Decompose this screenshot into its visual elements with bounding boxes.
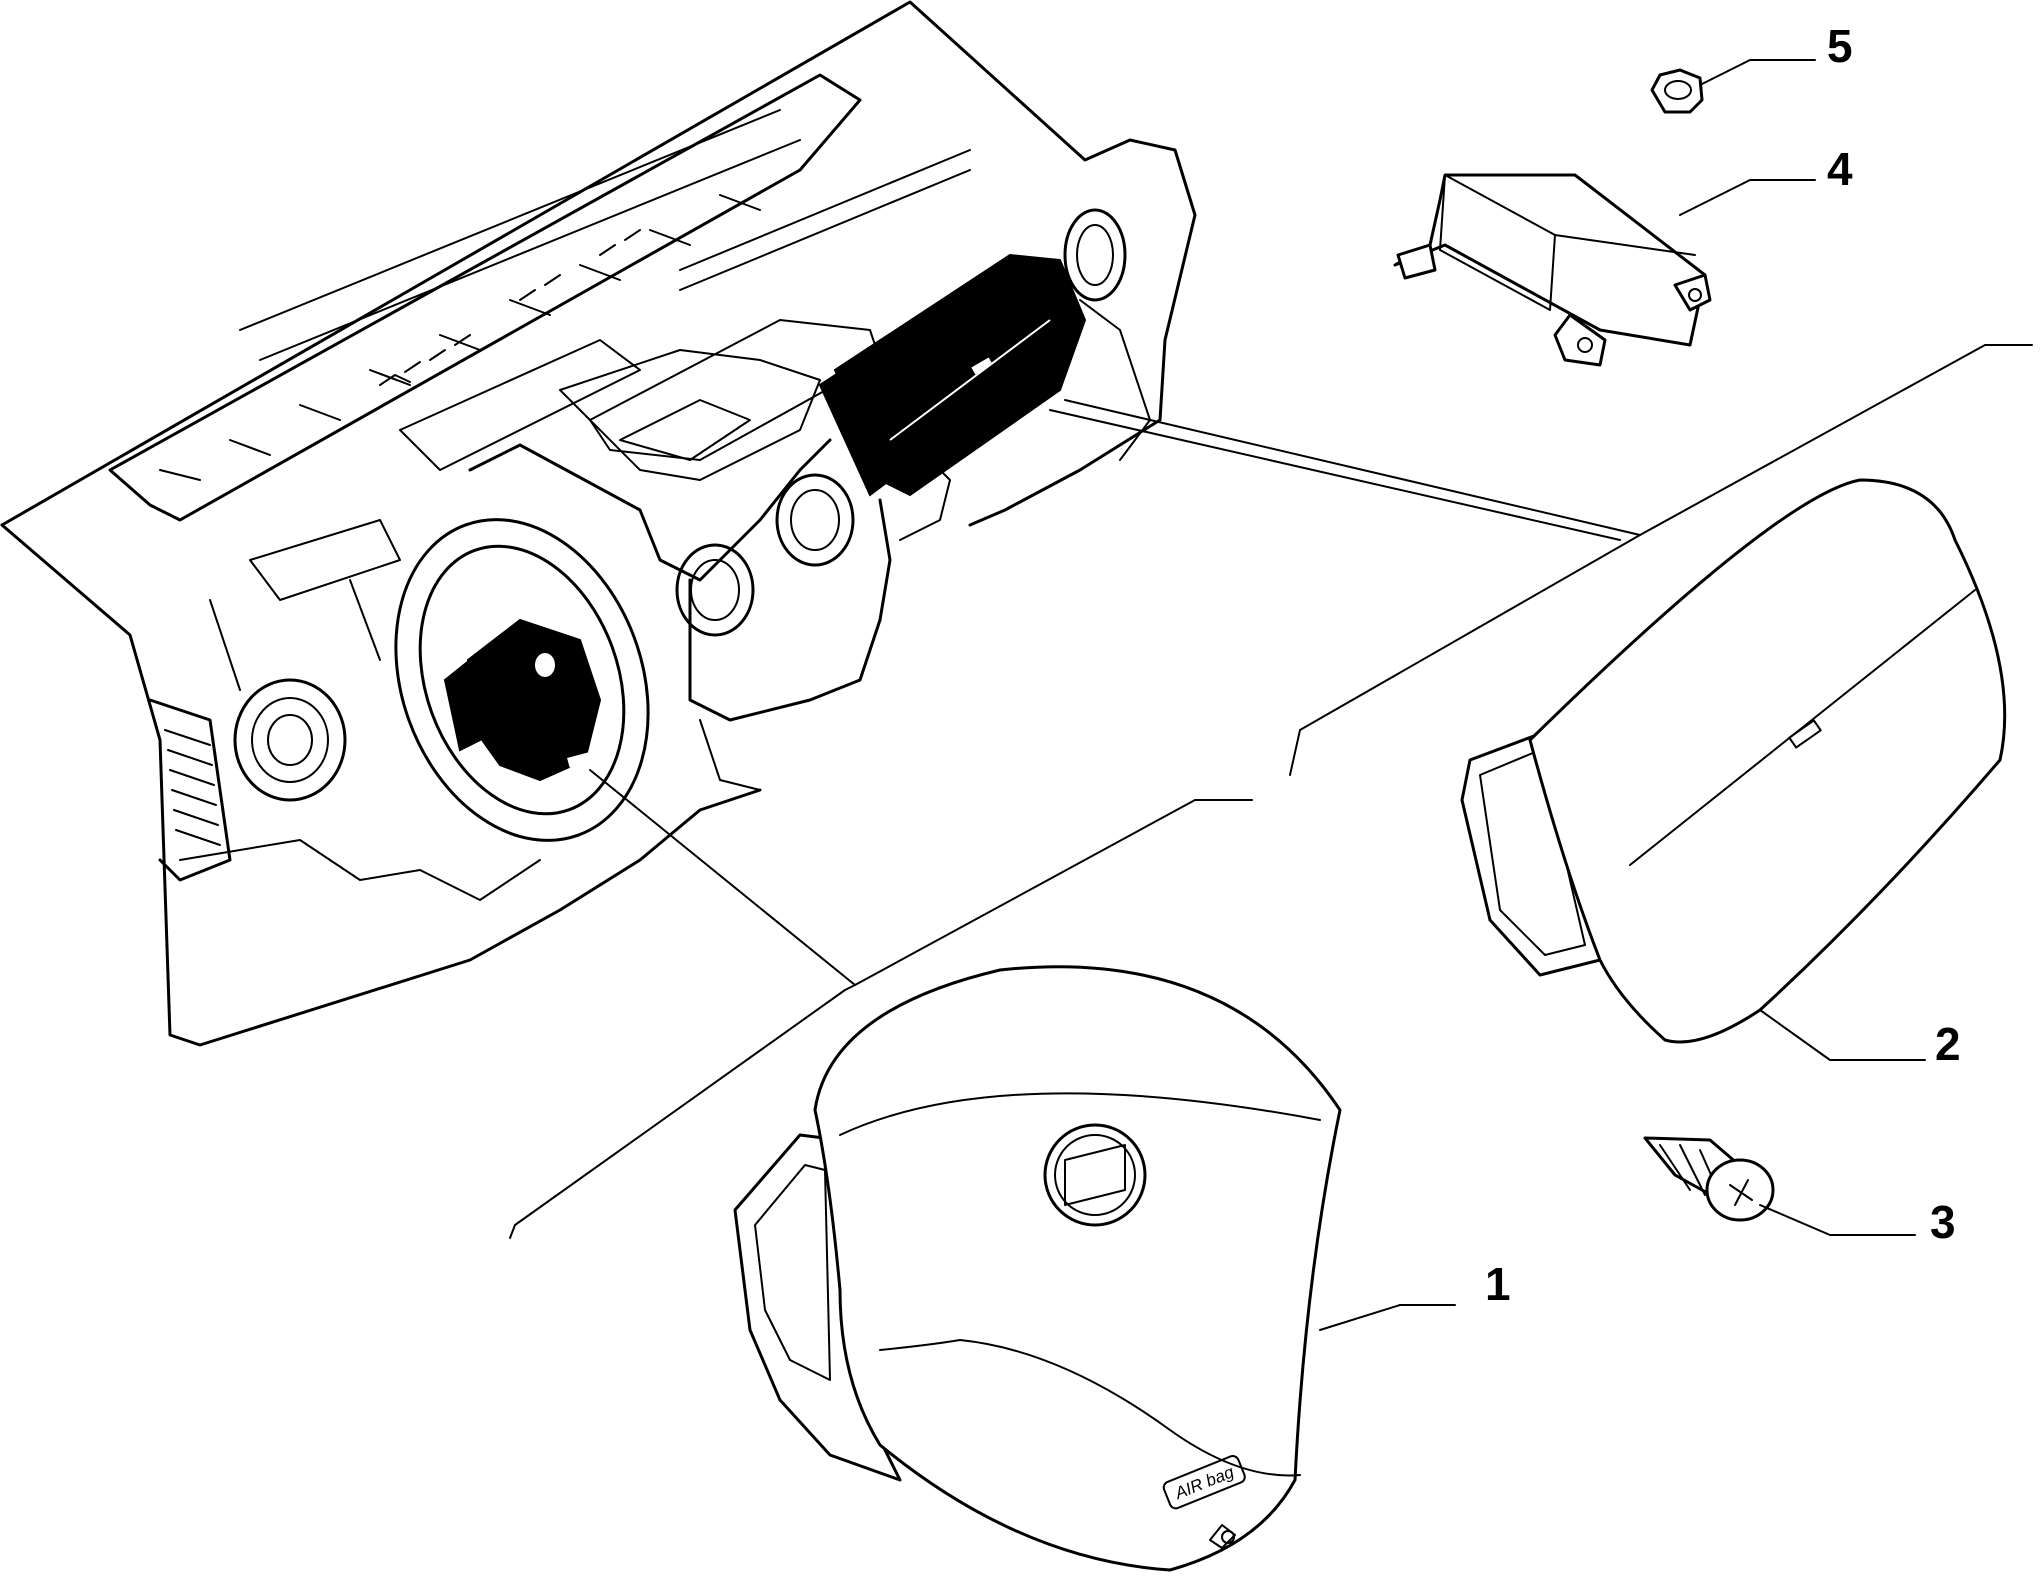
screw-part — [1643, 1136, 1775, 1222]
nut-part — [1650, 68, 1704, 114]
passenger-airbag-part — [1460, 478, 2007, 1044]
callout-leaders — [1319, 59, 1926, 1331]
control-unit-part — [1393, 173, 1712, 367]
callout-2: 2 — [1935, 1018, 1961, 1070]
dashboard-assembly — [0, 0, 1197, 1047]
callout-4: 4 — [1827, 143, 1853, 195]
horn-icon — [1209, 1524, 1236, 1549]
leader-lines — [509, 344, 2033, 1239]
callout-3: 3 — [1930, 1196, 1956, 1248]
callout-1: 1 — [1485, 1258, 1511, 1310]
driver-airbag-part: AIR bag — [733, 965, 1342, 1572]
callout-5: 5 — [1827, 20, 1853, 72]
callout-labels: 1 2 3 4 5 — [1485, 20, 1961, 1310]
